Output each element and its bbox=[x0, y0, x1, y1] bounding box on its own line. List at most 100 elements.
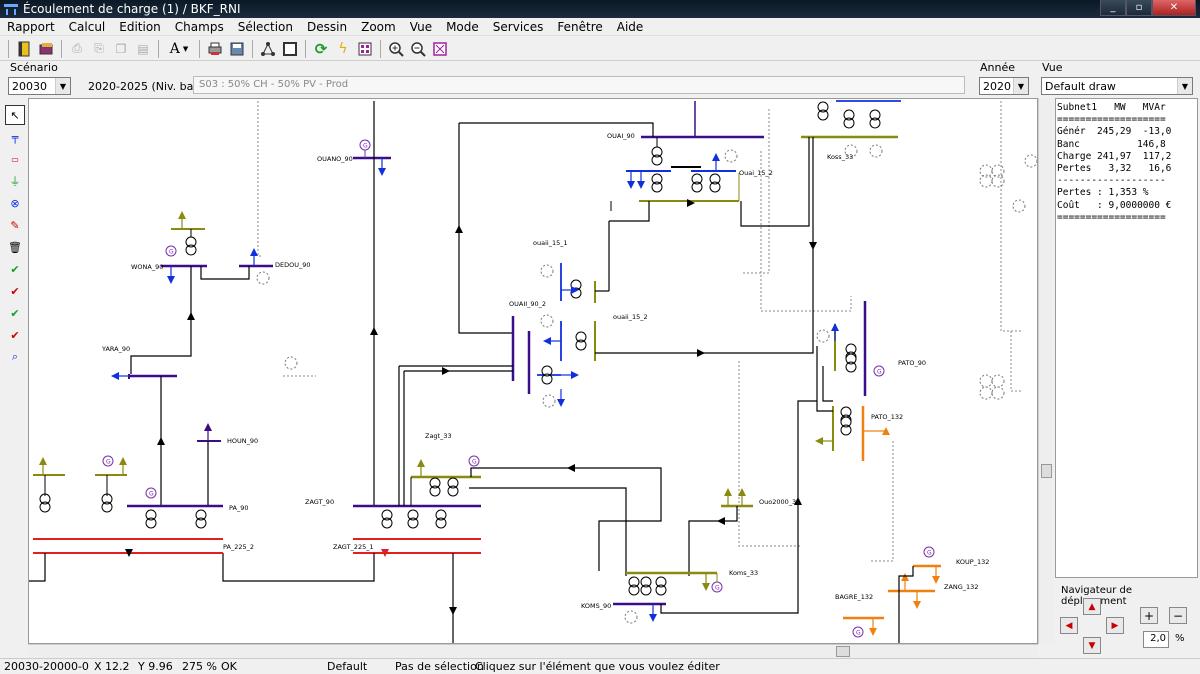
zoom-plus-button[interactable]: + bbox=[1140, 607, 1158, 624]
transformer-icon bbox=[101, 501, 113, 513]
find-tool-icon[interactable]: ⌕ bbox=[11, 350, 19, 363]
print-preview-icon[interactable]: ⎘ bbox=[94, 41, 104, 55]
vertical-scrollbar[interactable] bbox=[1038, 98, 1054, 644]
scenario-select[interactable]: 20030 ▼ bbox=[8, 77, 71, 95]
check-red-2-icon[interactable]: ✔ bbox=[10, 328, 20, 342]
load-tool-icon[interactable]: ⏚ bbox=[9, 175, 21, 188]
year-select[interactable]: 2020 ▼ bbox=[979, 77, 1029, 95]
close-button[interactable]: ✕ bbox=[1152, 0, 1196, 16]
menu-selection[interactable]: Sélection bbox=[237, 19, 294, 34]
line-zagt-koms bbox=[470, 467, 662, 571]
check-green-icon[interactable]: ✔ bbox=[10, 262, 20, 276]
zoom-fit-icon[interactable] bbox=[430, 39, 450, 59]
menu-aide[interactable]: Aide bbox=[616, 19, 644, 34]
transformer-icon bbox=[817, 101, 829, 113]
view-select[interactable]: Default draw ▼ bbox=[1041, 77, 1193, 95]
books-icon[interactable] bbox=[36, 39, 56, 59]
pointer-tool-icon[interactable]: ↖ bbox=[5, 105, 25, 125]
copy-icon[interactable]: ❐ bbox=[115, 41, 127, 56]
single-line-diagram[interactable]: OUANO_90GOUAI_90Ouai_15_2Koss_33WONA_90G… bbox=[29, 99, 1038, 644]
export-icon[interactable]: ▤ bbox=[137, 41, 149, 56]
transformer-icon bbox=[655, 584, 667, 596]
generator-label: G bbox=[363, 143, 368, 150]
load-arrow-icon bbox=[738, 488, 746, 496]
pan-up-button[interactable]: ▲ bbox=[1083, 598, 1101, 615]
disconnected-element-icon bbox=[542, 394, 556, 408]
zoom-in-icon[interactable] bbox=[386, 39, 406, 59]
delete-tool-icon[interactable]: 🗑 bbox=[8, 240, 22, 254]
menu-mode[interactable]: Mode bbox=[446, 19, 479, 34]
line-tool-icon[interactable]: ▭ bbox=[11, 154, 19, 164]
check-red-icon[interactable]: ✔ bbox=[10, 284, 20, 298]
disconnected-element-icon bbox=[979, 386, 993, 400]
printer-icon[interactable] bbox=[205, 39, 225, 59]
dashed-line bbox=[738, 361, 801, 547]
menu-calcul[interactable]: Calcul bbox=[68, 19, 106, 34]
transformer-icon bbox=[145, 509, 157, 521]
transformer-icon bbox=[429, 485, 441, 497]
menu-fenetre[interactable]: Fenêtre bbox=[557, 19, 603, 34]
load-arrow-icon bbox=[178, 211, 186, 219]
load-arrow-icon bbox=[167, 276, 175, 284]
status-x: X 12.2 bbox=[94, 660, 130, 673]
disconnected-element-icon bbox=[991, 374, 1005, 388]
menu-champs[interactable]: Champs bbox=[174, 19, 224, 34]
menu-rapport[interactable]: Rapport bbox=[7, 19, 55, 34]
generator-icon bbox=[145, 487, 157, 499]
dashed-line bbox=[1000, 101, 1021, 332]
load-arrow-icon bbox=[250, 248, 258, 256]
flow-arrow-icon bbox=[381, 549, 389, 557]
network-icon[interactable] bbox=[258, 39, 278, 59]
zoom-minus-button[interactable]: − bbox=[1169, 607, 1187, 624]
print-icon[interactable]: ⎙ bbox=[72, 41, 82, 55]
menu-vue[interactable]: Vue bbox=[409, 19, 433, 34]
disconnected-element-icon bbox=[991, 174, 1005, 188]
menu-bar: Rapport Calcul Edition Champs Sélection … bbox=[0, 18, 1200, 36]
zoom-out-icon[interactable] bbox=[408, 39, 428, 59]
generator-label: G bbox=[856, 630, 861, 637]
status-bar: 20030-20000-0 X 12.2 Y 9.96 275 % OK Def… bbox=[0, 658, 1200, 674]
notebook-icon[interactable] bbox=[14, 39, 34, 59]
bus-label-zang: ZANG_132 bbox=[944, 583, 978, 591]
menu-services[interactable]: Services bbox=[492, 19, 544, 34]
chevron-down-icon: ▼ bbox=[1177, 78, 1192, 94]
scenario-description: S03 : 50% CH - 50% PV - Prod bbox=[193, 76, 965, 94]
pan-down-button[interactable]: ▼ bbox=[1083, 637, 1101, 654]
frame-icon[interactable] bbox=[280, 39, 300, 59]
load-arrow-icon bbox=[869, 628, 877, 636]
bus-label-pa-90: PA_90 bbox=[229, 504, 248, 512]
edit-tool-icon[interactable]: ✎ bbox=[10, 218, 20, 232]
check-green-2-icon[interactable]: ✔ bbox=[10, 306, 20, 320]
transformer-icon bbox=[651, 181, 663, 193]
menu-edition[interactable]: Edition bbox=[119, 19, 161, 34]
minimize-button[interactable]: _ bbox=[1100, 0, 1126, 16]
transformer-icon bbox=[195, 509, 207, 521]
flow-arrow-icon bbox=[567, 464, 575, 472]
transformer-tool-icon[interactable]: ⊗ bbox=[10, 196, 20, 210]
pan-left-button[interactable]: ◀ bbox=[1060, 617, 1078, 634]
menu-zoom[interactable]: Zoom bbox=[361, 19, 396, 34]
zoom-factor-input[interactable]: 2,0 bbox=[1143, 631, 1169, 648]
scroll-thumb[interactable] bbox=[1041, 464, 1052, 478]
menu-dessin[interactable]: Dessin bbox=[307, 19, 348, 34]
dashed-line bbox=[871, 441, 894, 562]
disconnected-element-icon bbox=[540, 264, 554, 278]
horizontal-scrollbar[interactable] bbox=[28, 644, 1038, 658]
bus-tool-icon[interactable]: ╤ bbox=[11, 130, 19, 144]
transformer-icon bbox=[843, 109, 855, 121]
bus-label-ouaii-15-2: ouaii_15_2 bbox=[613, 313, 648, 321]
scroll-thumb[interactable] bbox=[836, 646, 850, 657]
lightning-icon[interactable]: ϟ bbox=[338, 40, 348, 57]
generator-icon bbox=[852, 626, 864, 638]
maximize-button[interactable]: ▫ bbox=[1126, 0, 1152, 16]
flow-arrow-icon bbox=[697, 349, 705, 357]
pan-right-button[interactable]: ▶ bbox=[1106, 617, 1124, 634]
refresh-icon[interactable]: ⟳ bbox=[314, 39, 328, 58]
transformer-icon bbox=[541, 373, 553, 385]
font-icon[interactable]: A▼ bbox=[169, 40, 189, 57]
dashed-line bbox=[760, 151, 852, 312]
transformer-icon bbox=[843, 117, 855, 129]
save-icon[interactable] bbox=[227, 39, 247, 59]
grid-icon[interactable] bbox=[355, 39, 375, 59]
